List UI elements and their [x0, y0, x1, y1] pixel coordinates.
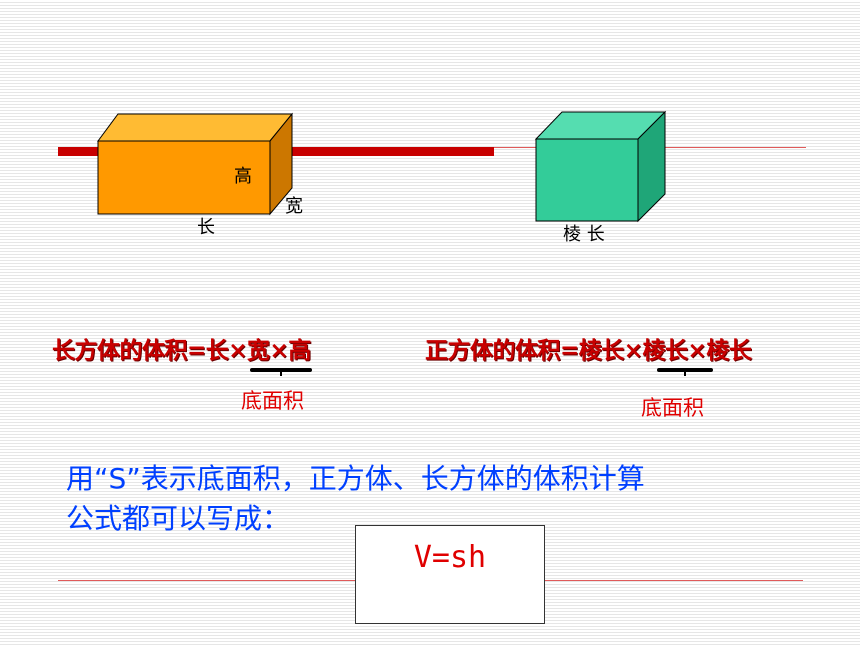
- cube-edge-label: 棱 长: [563, 224, 605, 245]
- cuboid-front-face: [97, 140, 271, 215]
- summary-line-2: 公式都可以写成：: [66, 502, 291, 535]
- cuboid-shape: [97, 112, 294, 216]
- cube-front-face: [535, 138, 639, 222]
- cuboid-height-label: 高: [234, 166, 252, 187]
- summary-line-1: 用“S”表示底面积，正方体、长方体的体积计算: [66, 462, 645, 495]
- cube-base-brace: [657, 368, 713, 376]
- cube-volume-formula: 正方体的体积=棱长×棱长×棱长: [425, 338, 752, 364]
- cuboid-base-brace: [250, 368, 312, 376]
- cube-shape: [534, 110, 667, 223]
- cuboid-width-label: 宽: [285, 196, 303, 217]
- cuboid-base-area-label: 底面积: [241, 389, 304, 413]
- cube-base-area-label: 底面积: [641, 396, 704, 420]
- cuboid-length-label: 长: [197, 217, 215, 238]
- cuboid-top-face: [97, 113, 294, 142]
- result-formula: V=sh: [413, 540, 487, 575]
- cuboid-volume-formula: 长方体的体积=长×宽×高: [52, 338, 311, 364]
- result-formula-box: V=sh: [355, 525, 545, 624]
